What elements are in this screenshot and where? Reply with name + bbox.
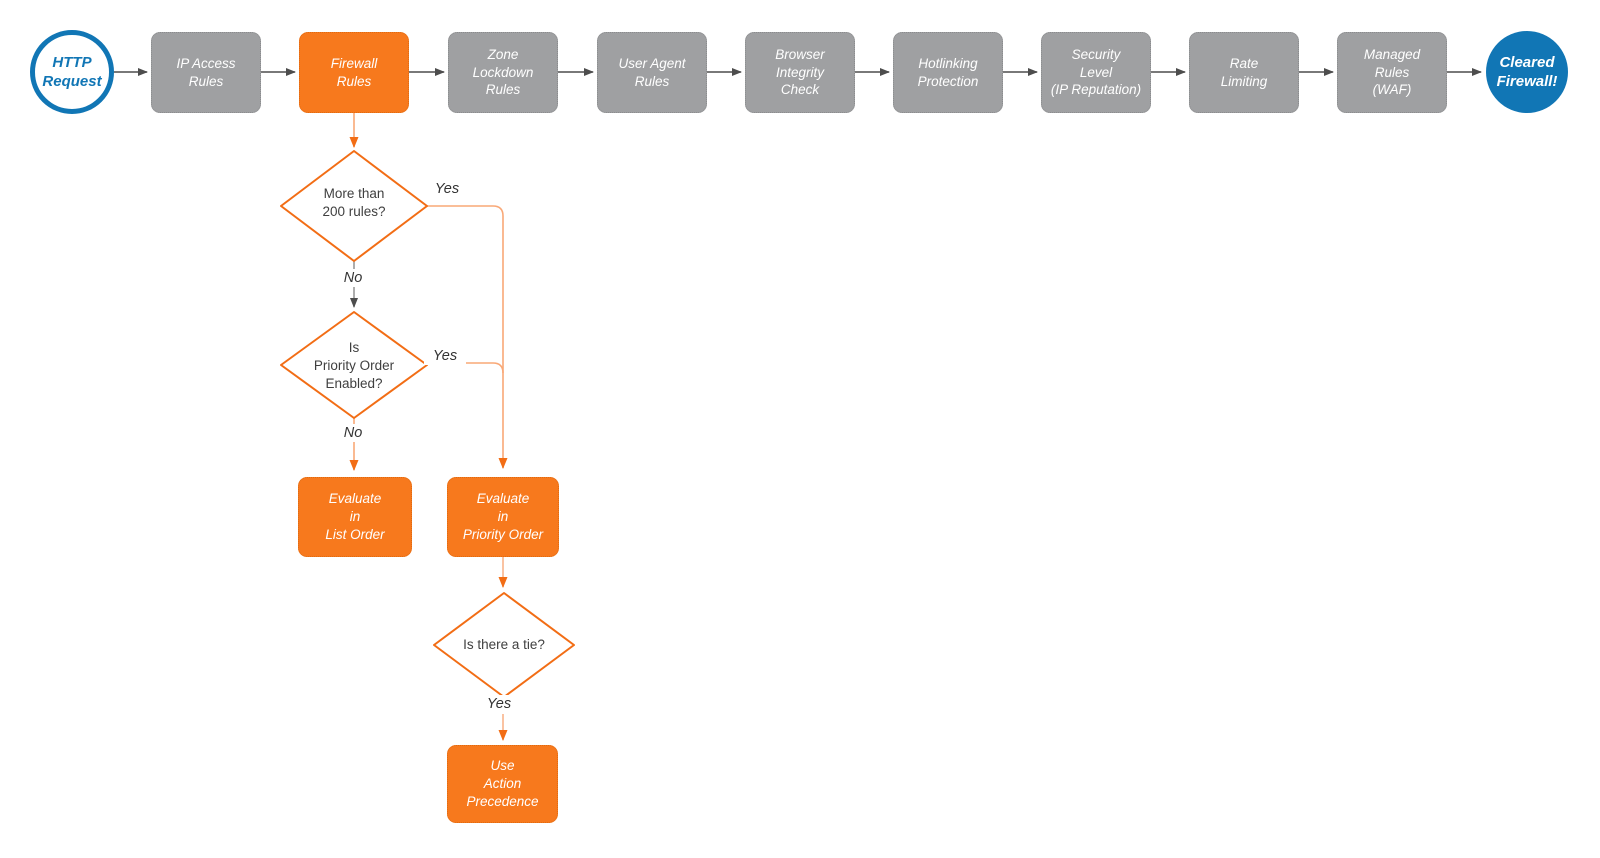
outcome-use-action-precedence: Use Action Precedence — [447, 745, 558, 823]
start-node-http-request: HTTP Request — [30, 30, 114, 114]
edge-label-decision2-yes: Yes — [424, 347, 466, 365]
stage-browser-integrity-check: Browser Integrity Check — [745, 32, 855, 113]
edge-decision1-yes — [427, 205, 508, 469]
stage-zone-lockdown-rules: Zone Lockdown Rules — [448, 32, 558, 113]
stage-managed-rules-waf: Managed Rules (WAF) — [1337, 32, 1447, 113]
edge-label-decision2-no: No — [334, 424, 372, 442]
edge-label-decision1-no: No — [334, 269, 372, 287]
edge-label-decision1-yes: Yes — [426, 180, 468, 198]
stage-firewall-rules: Firewall Rules — [299, 32, 409, 113]
decision-priority-order-enabled-shape — [280, 311, 428, 419]
decision-priority-order-enabled-label: Is Priority Order Enabled? — [313, 340, 395, 391]
decision-is-there-a-tie-label: Is there a tie? — [463, 637, 545, 652]
stage-security-level: Security Level (IP Reputation) — [1041, 32, 1151, 113]
stage-user-agent-rules: User Agent Rules — [597, 32, 707, 113]
stage-hotlinking-protection: Hotlinking Protection — [893, 32, 1003, 113]
outcome-evaluate-in-priority-order: Evaluate in Priority Order — [447, 477, 559, 557]
edge-decision2-yes — [427, 362, 504, 374]
end-node-cleared-firewall: Cleared Firewall! — [1486, 31, 1568, 113]
stage-ip-access-rules: IP Access Rules — [151, 32, 261, 113]
outcome-evaluate-in-list-order: Evaluate in List Order — [298, 477, 412, 557]
edge-label-decision3-yes: Yes — [478, 695, 520, 713]
stage-rate-limiting: Rate Limiting — [1189, 32, 1299, 113]
decision-more-than-200-rules-shape — [280, 150, 428, 262]
decision-more-than-200-rules-label: More than 200 rules? — [322, 186, 386, 219]
